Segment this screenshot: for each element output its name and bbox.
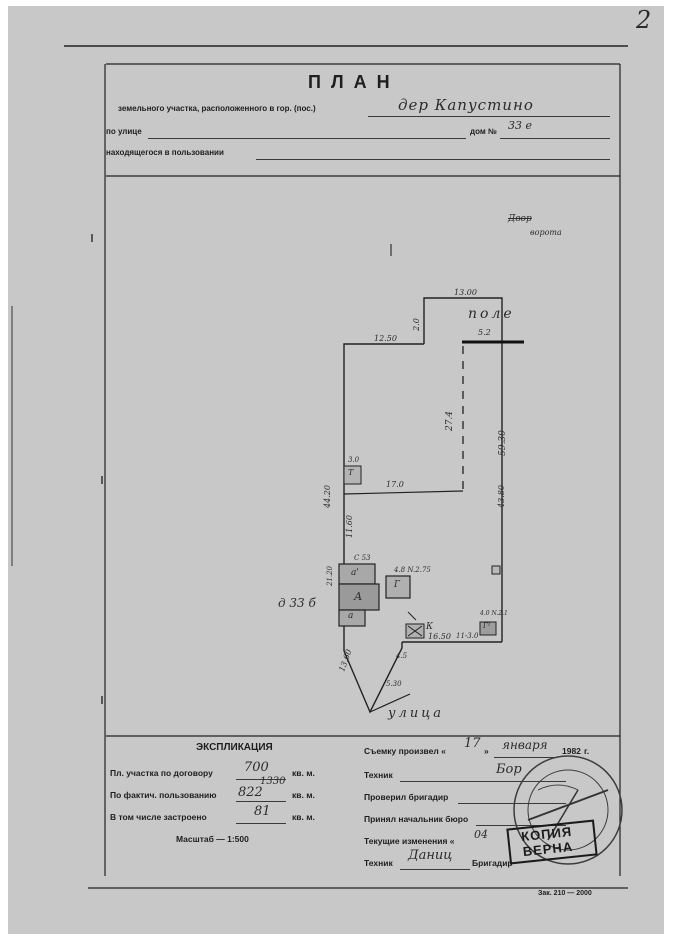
field-label: поле [468,306,515,322]
round-seal [513,755,623,865]
document-page: 2 ПЛАН земельного участка, расположенног… [8,6,664,934]
footer-code: Зак. 210 — 2000 [538,890,592,897]
page-number: 2 [636,6,652,34]
dim-bld-small: 3.0 [348,456,360,464]
header-line1-underline [368,116,610,117]
dim-top-left: 12.50 [374,334,397,343]
document-frame [11,45,628,889]
explication-row2-value-a: 822 [238,785,263,800]
explication-row2-line [236,801,286,802]
dim-mid-horizontal: 17.0 [386,480,404,489]
survey-year-suffix: г. [584,746,590,756]
header-line2-label: по улице [106,127,142,136]
header-line2-underline [148,138,466,139]
dim-bottom-small: 11-3.0 [456,632,479,640]
building-g-label: Г [394,580,400,590]
chief-label: Принял начальник бюро [364,814,469,824]
explication-row1-line [236,779,286,780]
explication-scale: Масштаб — 1:500 [176,834,249,844]
header-house-value: 33 е [508,119,533,132]
foreman-line [458,803,566,804]
top-note-2: ворота [530,228,562,237]
survey-month-line [494,757,558,758]
right-bottom-label: 4.0 N.2.1 [480,610,508,617]
bld-top-label: С 53 [354,554,371,562]
building-g2-label: Г² [483,622,491,630]
dim-mid-vertical: 11.60 [344,515,354,538]
explication-row3-line [236,823,286,824]
explication-row2-unit: кв. м. [292,790,315,800]
explication-row2-label: По фактич. пользованию [110,790,217,800]
street-label: улица [388,706,445,721]
chief-line [476,825,566,826]
changes-label: Текущие изменения « [364,836,455,846]
building-k-label: К [426,622,433,632]
explication-row3-unit: кв. м. [292,812,315,822]
technician2-suffix: Бригадир [472,858,513,868]
site-plan-drawing [91,234,524,714]
building-a1-label: а' [351,568,359,578]
dim-top-right: 13.00 [454,288,477,297]
survey-label: Съемку произвел « [364,746,446,756]
explication-title: ЭКСПЛИКАЦИЯ [196,742,273,753]
dim-left-small: 21.20 [326,565,335,587]
bld-right-label: 4.8 N.2.75 [394,566,431,574]
explication-row1-label: Пл. участка по договору [110,768,213,778]
header-house-label: дом № [470,127,497,136]
building-c-label: Т [348,468,354,477]
dim-right-vertical: 43.80 [496,485,506,508]
survey-day: 17 [464,736,481,751]
dim-lower-diag: 5.30 [386,680,402,688]
document-title: ПЛАН [308,72,400,92]
explication-row1-unit: кв. м. [292,768,315,778]
dim-inner-vertical: 27.4 [445,410,456,432]
technician2-sign: Даниц [408,848,453,863]
technician2-line [400,869,470,870]
dim-right-corner: 5.2 [478,328,491,337]
dim-right-total: 59.30 [497,430,508,456]
dim-lower-small: 4.5 [396,652,408,660]
explication-row2-value-b: 1330 [260,776,286,787]
header-line1-label: земельного участка, расположенного в гор… [118,104,316,113]
changes-value: 04 [474,828,488,841]
header-line3-underline [256,159,610,160]
dim-left-vertical: 44.20 [322,485,332,508]
header-house-underline [500,138,610,139]
technician-label: Техник [364,770,393,780]
survey-year: 1982 [562,746,581,756]
building-main-label: А [354,590,363,603]
technician2-label: Техник [364,858,393,868]
top-note-1: Двор [508,214,532,224]
header-line3-label: находящегося в пользовании [106,148,224,157]
building-a2-label: а [348,611,354,621]
header-line1-value: дер Капустино [398,96,534,114]
dim-top-vertical: 2.0 [411,318,421,331]
house-number-side: д 33 б [278,596,316,610]
survey-mid: » [484,746,489,756]
dim-bottom-horizontal: 16.50 [428,632,451,641]
explication-row3-value: 81 [254,804,271,819]
foreman-label: Проверил бригадир [364,792,449,802]
explication-row3-label: В том числе застроено [110,812,207,822]
technician-sign: Бор [496,762,522,777]
survey-month: января [502,738,548,752]
explication-row1-value: 700 [244,760,269,775]
technician-line [400,781,566,782]
